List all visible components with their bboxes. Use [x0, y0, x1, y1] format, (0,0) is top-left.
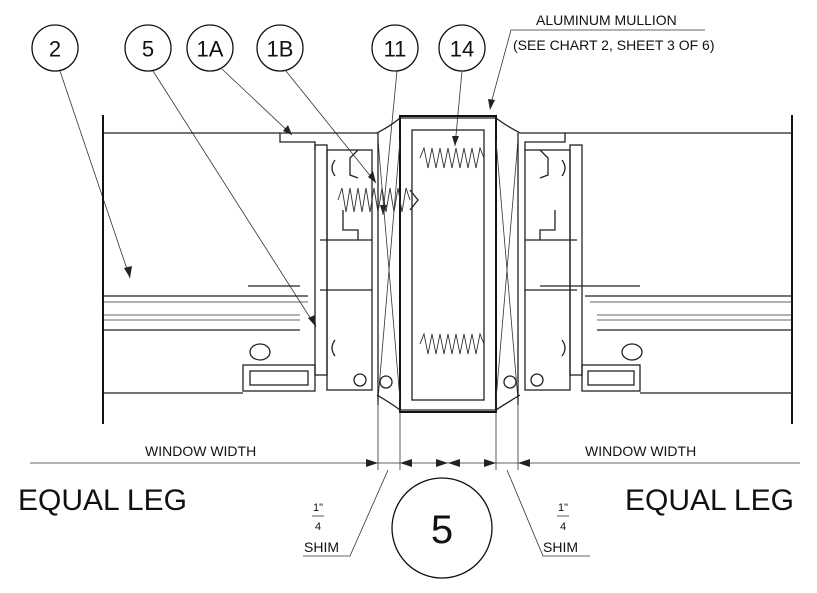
left-shim-numerator: 1" [313, 502, 323, 514]
callout-2: 2 [31, 24, 79, 72]
detail-number-bubble: 5 [391, 477, 493, 579]
callout-1a-label: 1A [197, 37, 224, 62]
right-shim-denominator: 4 [560, 521, 566, 533]
callout-1b-label: 1B [267, 37, 294, 62]
right-frame-extrusion [524, 133, 643, 392]
left-shim-callout: 1" 4 SHIM [303, 469, 389, 557]
leader-lines [59, 29, 705, 328]
callout-1b: 1B [256, 24, 304, 72]
left-window-width-label: WINDOW WIDTH [145, 443, 256, 459]
right-shim-label: SHIM [543, 539, 578, 555]
fastener-anchor-top [419, 146, 485, 169]
left-shim-denominator: 4 [315, 521, 321, 533]
callout-11: 11 [371, 24, 419, 72]
mullion-note-line2: (SEE CHART 2, SHEET 3 OF 6) [513, 37, 715, 53]
aluminum-mullion [376, 115, 521, 413]
callout-5: 5 [124, 24, 172, 72]
callout-14-label: 14 [450, 37, 474, 62]
right-shim-callout: 1" 4 SHIM [506, 469, 590, 557]
callout-5-label: 5 [142, 37, 154, 62]
fastener-screw [337, 187, 419, 213]
right-equal-leg-label: EQUAL LEG [625, 484, 794, 517]
left-frame-extrusion [242, 133, 373, 392]
callout-14: 14 [438, 24, 486, 72]
right-window-width-label: WINDOW WIDTH [585, 443, 696, 459]
right-glass-panel [540, 285, 792, 331]
callout-1a: 1A [186, 24, 234, 72]
left-equal-leg-label: EQUAL LEG [18, 484, 187, 517]
left-glass-panel [103, 285, 308, 331]
dimension-lines [30, 400, 800, 470]
window-frame-outline [102, 115, 793, 424]
left-shim-label: SHIM [304, 539, 339, 555]
right-shim-numerator: 1" [558, 502, 568, 514]
callout-2-label: 2 [49, 37, 61, 62]
mullion-note-line1: ALUMINUM MULLION [536, 12, 677, 28]
callout-11-label: 11 [384, 37, 407, 62]
fastener-anchor-bottom [419, 332, 485, 355]
detail-number: 5 [431, 508, 453, 552]
